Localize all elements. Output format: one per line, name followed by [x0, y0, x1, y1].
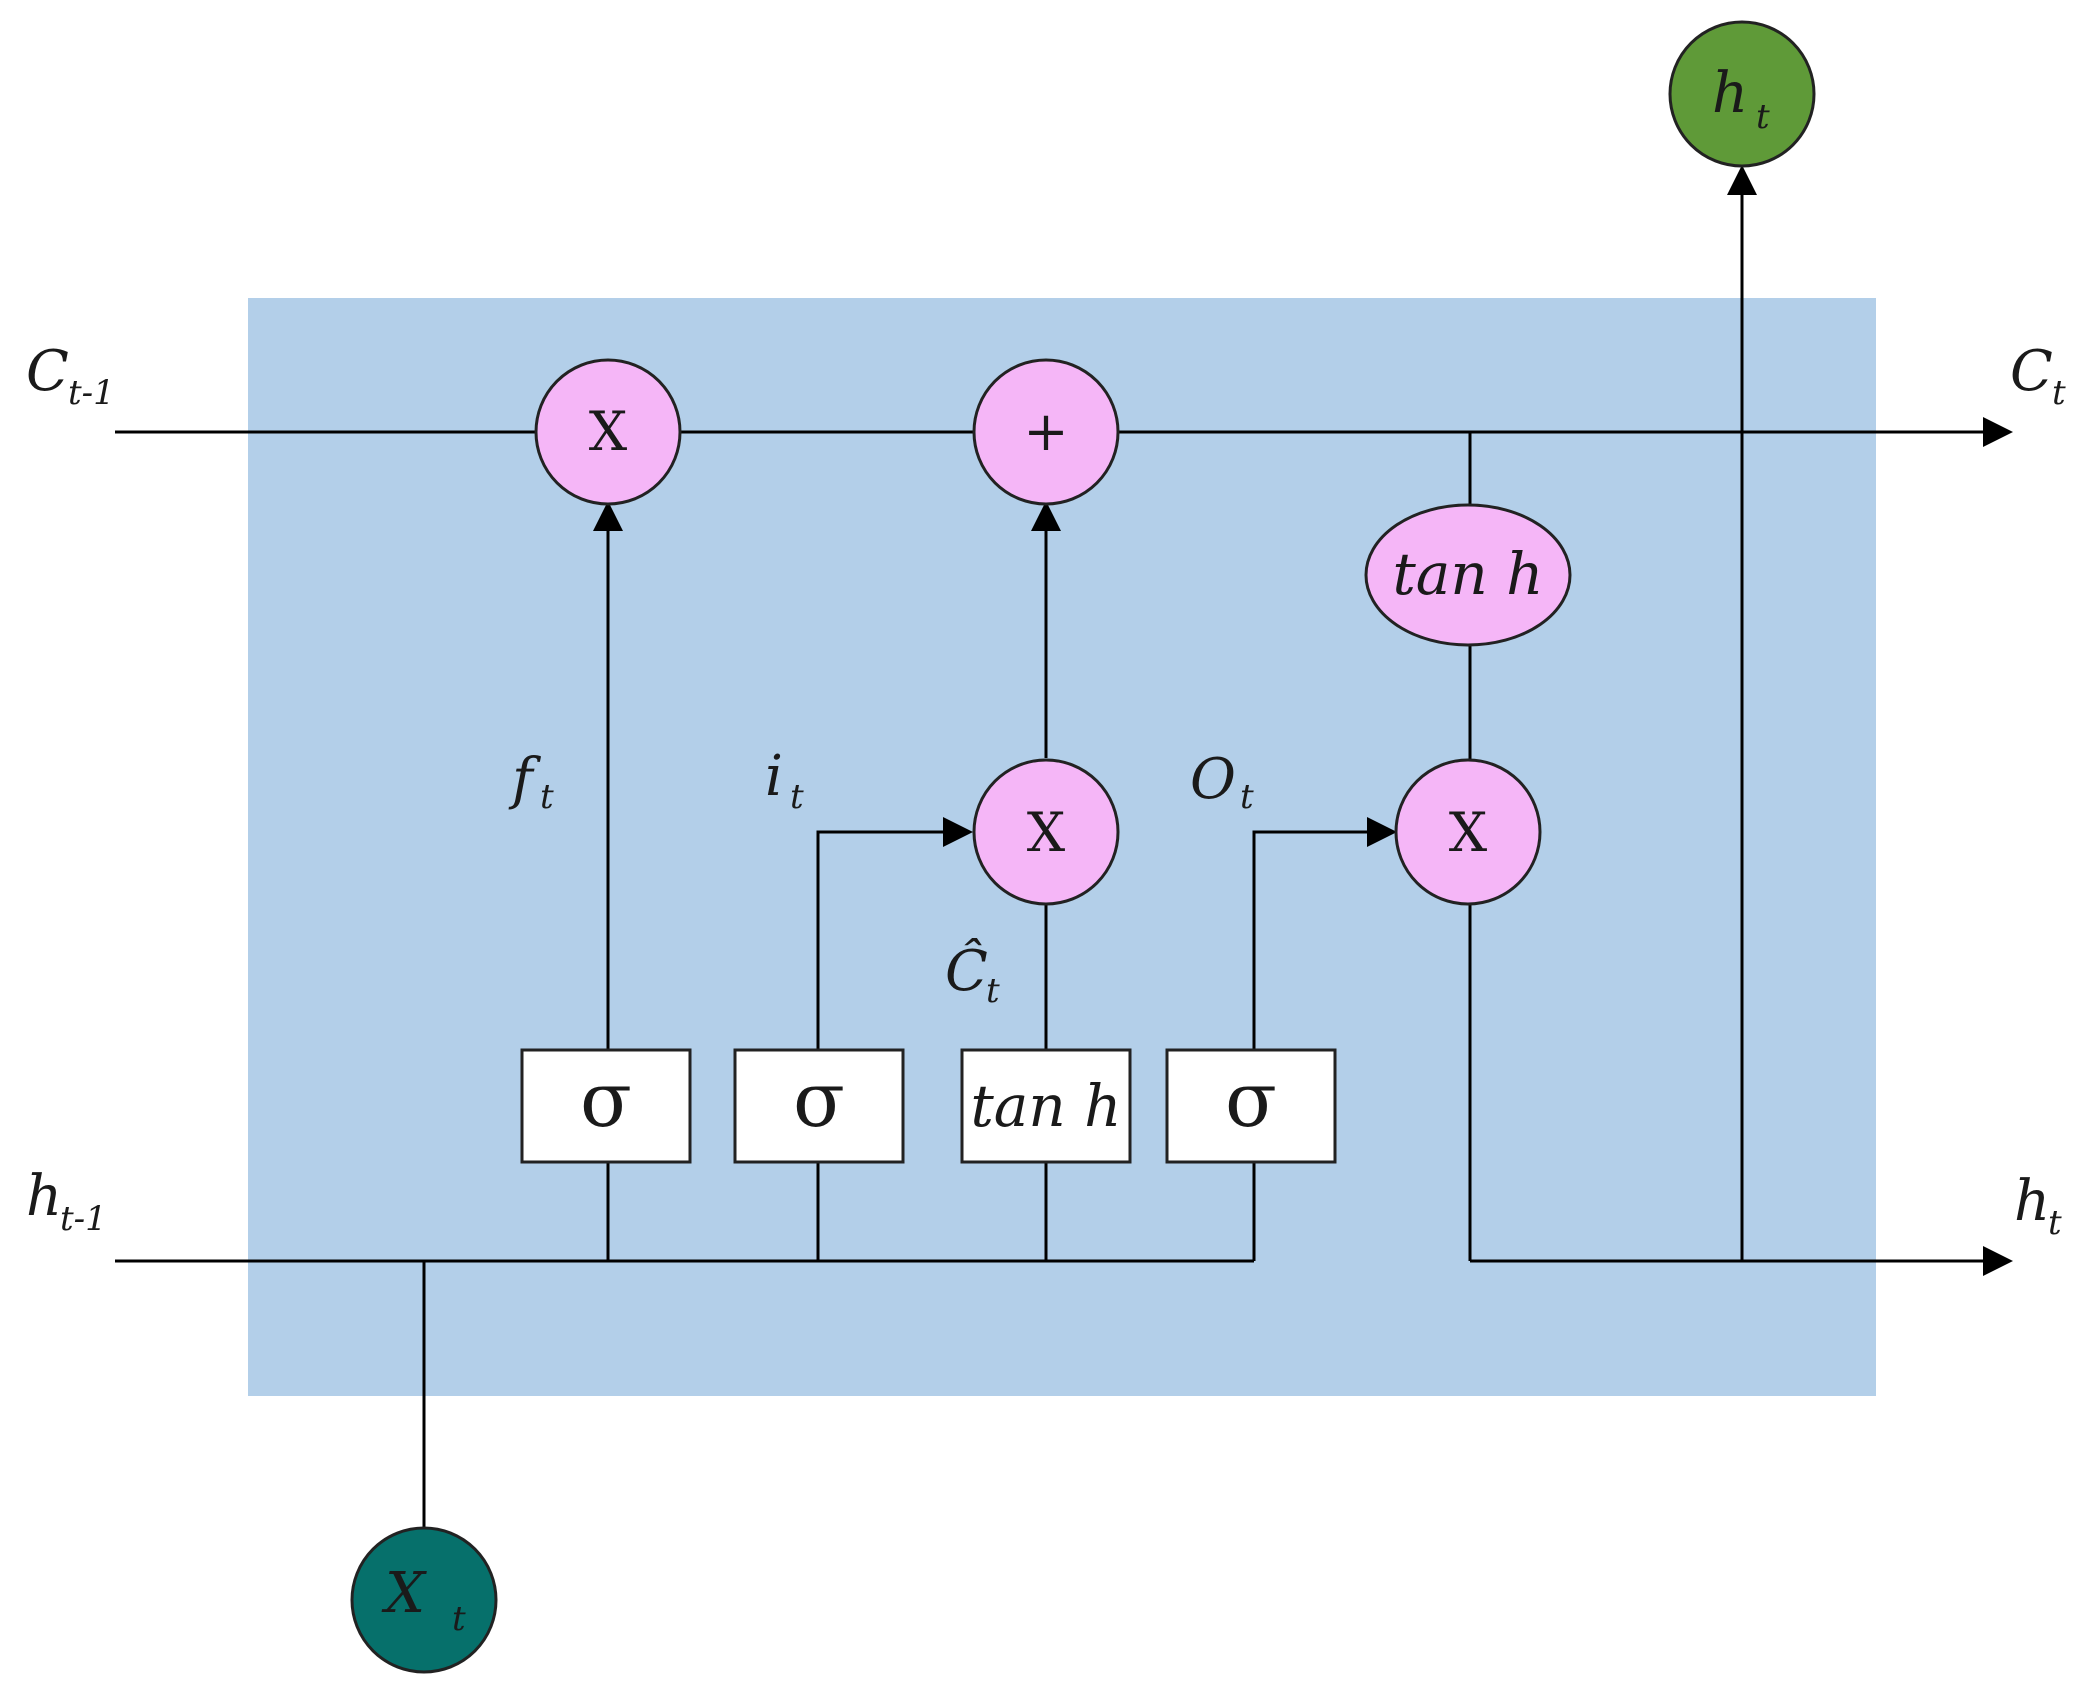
output-sigma-gate: σ: [1165, 1048, 1337, 1164]
input-node-base: X: [381, 1561, 427, 1626]
hidden-prev-label: h t-1: [26, 1164, 107, 1239]
output-sigma-label: σ: [1225, 1055, 1277, 1144]
cell-prev-base: C: [26, 339, 69, 404]
input-node: X t: [350, 1526, 498, 1674]
output-node: h t: [1668, 20, 1816, 168]
hidden-next-label: h t: [2014, 1169, 2062, 1243]
hidden-prev-base: h: [26, 1164, 62, 1229]
input-gate-base: i: [765, 744, 783, 809]
cell-next-sub: t: [2052, 373, 2066, 413]
cell-add-node: +: [972, 358, 1120, 506]
candidate-tanh-label: tan h: [970, 1072, 1121, 1140]
cell-next-label: C t: [2010, 339, 2066, 413]
output-node-sub: t: [1756, 97, 1770, 137]
output-node-base: h: [1712, 61, 1748, 126]
input-sigma-label: σ: [793, 1055, 845, 1144]
candidate-label: Ĉ t: [945, 937, 1000, 1011]
svg-text:t: t: [452, 1599, 466, 1639]
cell-add-symbol: +: [1023, 400, 1068, 463]
cell-next-base: C: [2010, 339, 2053, 404]
output-gate-sub: t: [1240, 777, 1254, 817]
candidate-sub: t: [986, 971, 1000, 1011]
output-multiply-symbol: X: [1449, 801, 1488, 864]
cell-prev-label: C t-1: [26, 339, 115, 413]
output-gate-base: O: [1190, 747, 1236, 812]
forget-multiply-symbol: X: [589, 400, 628, 463]
input-gate-label: i t: [765, 744, 804, 817]
svg-text:t: t: [1756, 97, 1770, 137]
input-multiply-node: X: [972, 758, 1120, 906]
output-gate-arrow: [1252, 817, 1397, 1050]
forget-gate-sub: t: [540, 777, 554, 817]
hidden-next-sub: t: [2048, 1203, 2062, 1243]
output-multiply-node: X: [1394, 758, 1542, 906]
hidden-next-base: h: [2014, 1169, 2050, 1234]
cell-tanh-node: tan h: [1364, 503, 1572, 647]
hidden-prev-sub: t-1: [60, 1199, 107, 1239]
forget-sigma-gate: σ: [520, 1048, 692, 1164]
svg-text:h: h: [1712, 61, 1748, 126]
input-sigma-gate: σ: [733, 1048, 905, 1164]
candidate-tanh-gate: tan h: [960, 1048, 1132, 1164]
output-gate-label: O t: [1190, 747, 1254, 817]
cell-tanh-label: tan h: [1392, 540, 1543, 608]
candidate-base: Ĉ: [945, 937, 988, 1004]
input-gate-sub: t: [790, 777, 804, 817]
cell-prev-sub: t-1: [68, 373, 115, 413]
input-gate-arrow: [816, 817, 973, 1050]
input-node-sub: t: [452, 1599, 466, 1639]
forget-multiply-node: X: [534, 358, 682, 506]
input-multiply-symbol: X: [1027, 801, 1066, 864]
svg-text:X: X: [381, 1561, 427, 1626]
forget-sigma-label: σ: [580, 1055, 632, 1144]
